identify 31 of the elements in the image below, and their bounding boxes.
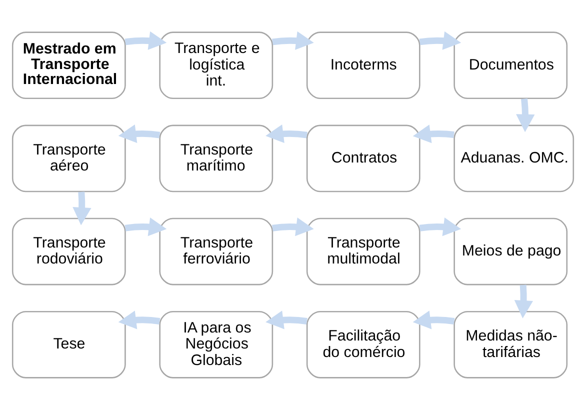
node-box: Transporte marítimo <box>159 124 274 192</box>
node-box: Facilitação do comércio <box>306 310 420 378</box>
arrow <box>266 310 308 330</box>
node-box: Incoterms <box>306 32 420 100</box>
arrow <box>516 98 535 132</box>
node-box: Transporte rodoviário <box>12 218 126 286</box>
arrow <box>272 31 314 50</box>
node-box: Transporte e logística int. <box>159 32 274 100</box>
node-box: Medidas não-tarifárias <box>454 310 568 378</box>
arrow <box>514 284 534 318</box>
node-box: Transporte aéreo <box>12 124 126 192</box>
node-box: IA para os Negócios Globais <box>159 310 274 378</box>
arrow <box>412 124 454 144</box>
node-box: Tese <box>12 310 126 378</box>
node-box: Transporte ferroviário <box>159 218 274 286</box>
node-box: Contratos <box>306 124 420 192</box>
node-box: Aduanas. OMC. <box>454 124 574 192</box>
arrow <box>266 124 308 143</box>
node-box: Documentos <box>454 32 568 100</box>
arrow <box>419 31 462 50</box>
arrow <box>124 31 167 50</box>
node-box: Meios de pago <box>454 218 568 286</box>
arrow <box>124 218 167 236</box>
arrow <box>118 310 160 330</box>
arrow <box>419 218 462 236</box>
node-box: Mestrado em Transporte Internacional <box>12 32 126 100</box>
arrow <box>72 192 92 226</box>
node-box: Transporte multimodal <box>306 218 420 286</box>
arrow <box>412 310 455 330</box>
arrow <box>272 218 314 236</box>
arrow <box>118 124 160 143</box>
